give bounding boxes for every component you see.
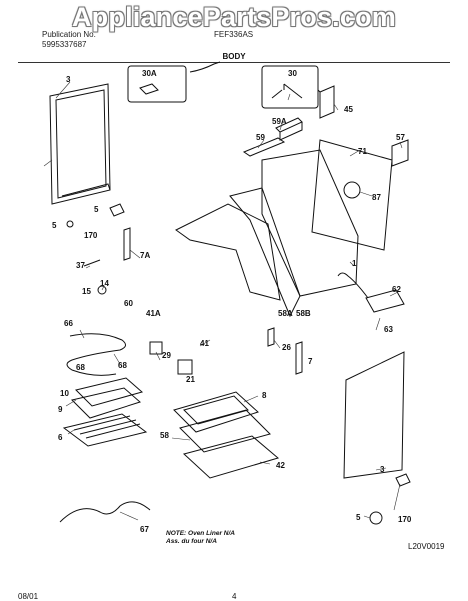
drawer-panel-58: [179, 409, 271, 453]
callout-7a: 7A: [140, 251, 150, 260]
callout-58b: 58B: [296, 309, 311, 318]
broil-element: [59, 501, 151, 523]
callout-9: 9: [58, 405, 63, 414]
part-21: [177, 359, 193, 375]
watermark: AppliancePartsPros.com: [71, 2, 396, 32]
publication-label: Publication No.: [42, 30, 96, 39]
callout-29: 29: [162, 351, 171, 360]
section-title: BODY: [222, 52, 246, 61]
model-number: FEF336AS: [214, 30, 254, 39]
leveling-leg-5: [369, 511, 383, 525]
inset-30-box: [261, 65, 319, 109]
footer-date: 08/01: [18, 592, 39, 601]
callout-170-right: 170: [398, 515, 412, 524]
callout-59: 59: [256, 133, 265, 142]
callout-63: 63: [384, 325, 393, 334]
callout-21: 21: [186, 375, 195, 384]
drawer-frame-8-inner: [183, 395, 249, 425]
callout-68-right: 68: [118, 361, 127, 370]
oven-rack: [62, 413, 148, 447]
callout-30a: 30A: [142, 69, 157, 78]
note-oven-liner: NOTE: Oven Liner N/A Ass. du four N/A: [166, 530, 235, 546]
label-plate-57: [391, 139, 409, 167]
side-panel-left-rail: [61, 183, 111, 197]
callout-37: 37: [76, 261, 85, 270]
terminal-block-62: [365, 289, 405, 313]
bracket-59: [242, 137, 286, 157]
callout-7: 7: [308, 357, 313, 366]
callout-57: 57: [396, 133, 405, 142]
back-panel-71: [311, 139, 393, 251]
callout-10: 10: [60, 389, 69, 398]
part-14: [97, 285, 107, 295]
callout-26: 26: [282, 343, 291, 352]
drawer-frame-8: [173, 391, 259, 433]
note-line-2: Ass. du four N/A: [166, 538, 217, 545]
header-rule: [18, 62, 450, 63]
drawing-code: L20V0019: [408, 542, 445, 551]
callout-5-bottom: 5: [356, 513, 361, 522]
screw-37: [83, 259, 101, 267]
bracket-45: [317, 85, 335, 119]
callout-42: 42: [276, 461, 285, 470]
hinge-7a: [123, 227, 131, 261]
wire-clip-30: [271, 83, 303, 99]
callout-45: 45: [344, 105, 353, 114]
side-panel-right: [343, 351, 405, 479]
drawer-bottom-42: [182, 435, 280, 479]
broiler-pan-insert: [75, 377, 144, 407]
callout-170-left: 170: [84, 231, 98, 240]
callout-62: 62: [392, 285, 401, 294]
top-frame-58a: [175, 203, 281, 301]
callout-59a: 59A: [272, 117, 287, 126]
part-26: [267, 327, 275, 347]
callout-15: 15: [82, 287, 91, 296]
callout-5-left: 5: [52, 221, 57, 230]
wire-top: [189, 61, 221, 73]
callout-3-right: 3: [380, 465, 385, 474]
leg-bracket-170-left: [109, 203, 125, 217]
callout-14: 14: [100, 279, 109, 288]
callout-8: 8: [262, 391, 267, 400]
side-panel-left-inner: [55, 89, 107, 199]
callout-58a: 58A: [278, 309, 293, 318]
body-side-frame: [229, 187, 301, 318]
callout-87: 87: [372, 193, 381, 202]
footer-page: 4: [232, 592, 237, 601]
terminal-wire: [337, 272, 369, 299]
broiler-pan: [71, 387, 141, 419]
screw-5: [66, 220, 74, 228]
oven-rack-wires: [73, 415, 141, 439]
callout-71: 71: [358, 147, 367, 156]
callout-66: 66: [64, 319, 73, 328]
callout-67: 67: [140, 525, 149, 534]
callout-60: 60: [124, 299, 133, 308]
hinge-7: [295, 341, 303, 375]
callout-6: 6: [58, 433, 63, 442]
hinge-clip-30a: [139, 83, 159, 95]
leg-bracket-170: [395, 473, 411, 487]
back-panel-port: [343, 181, 361, 199]
inset-30a-box: [127, 65, 187, 103]
callout-3-left: 3: [66, 75, 71, 84]
callout-41: 41: [200, 339, 209, 348]
note-line-1: NOTE: Oven Liner N/A: [166, 530, 235, 537]
callout-30: 30: [288, 69, 297, 78]
callout-1: 1: [352, 259, 357, 268]
callout-58: 58: [160, 431, 169, 440]
bake-element: [66, 333, 126, 376]
bracket-59a: [275, 117, 303, 141]
part-29: [149, 341, 163, 355]
callout-68-left: 68: [76, 363, 85, 372]
publication-number: 5995337687: [42, 40, 87, 49]
callout-5-top: 5: [94, 205, 99, 214]
callout-41a: 41A: [146, 309, 161, 318]
